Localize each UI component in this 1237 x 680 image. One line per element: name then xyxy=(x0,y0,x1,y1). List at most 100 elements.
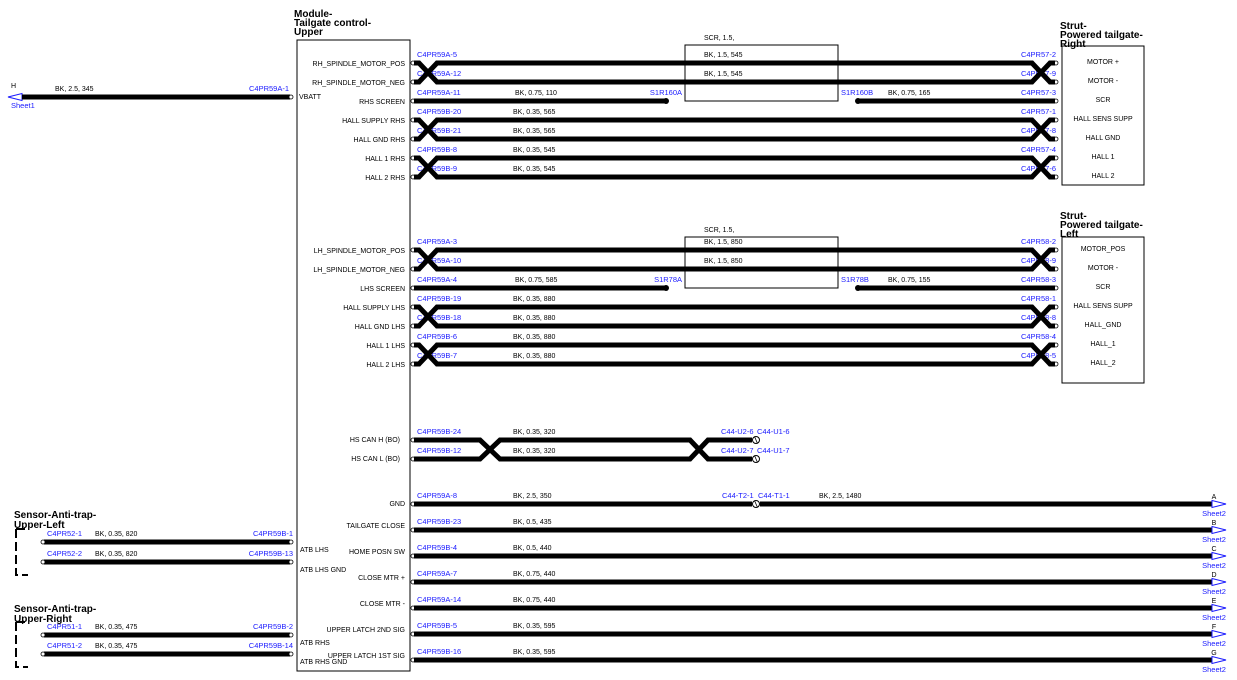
right_group-pin-label: HALL GND RHS xyxy=(354,137,406,144)
left_group-strut-connector-label: C4PR58-2 xyxy=(1021,237,1056,246)
strut_right-pin-label: MOTOR + xyxy=(1087,59,1119,66)
output-sheet-link: Sheet2 xyxy=(1202,587,1226,596)
left_group-hall-supply-pair xyxy=(414,304,1055,329)
can-pin-label: HS CAN H (BO) xyxy=(350,437,400,444)
left_group-pin-label: HALL 2 LHS xyxy=(366,362,405,369)
output-connector-label: C4PR59B-4 xyxy=(417,543,457,552)
right_group-hall-signal-pair-wire-2 xyxy=(414,155,1055,180)
sensor_right-wire-label: BK, 0.35, 475 xyxy=(95,624,138,631)
output-sheet-arrow[interactable] xyxy=(1211,577,1227,587)
output-sheet-arrow[interactable] xyxy=(1211,499,1227,509)
output-wire-label: BK, 0.75, 440 xyxy=(513,597,556,604)
left_group-connector-label: C4PR59B-6 xyxy=(417,332,457,341)
left_group-screen-wire-b-label: BK, 0.75, 155 xyxy=(888,277,931,284)
vbatt-sheet-arrow[interactable] xyxy=(7,92,23,102)
strut_right-title: Powered tailgate- xyxy=(1060,30,1143,41)
can-pair-wire-1 xyxy=(414,437,752,462)
output-wire-label: BK, 0.35, 595 xyxy=(513,649,556,656)
left_group-hall-wire-label: BK, 0.35, 880 xyxy=(513,334,556,341)
sensor_left-wire-label: BK, 0.35, 820 xyxy=(95,531,138,538)
output-connector-label: C4PR59A-8 xyxy=(417,491,457,500)
vbatt-ref-label: H xyxy=(11,83,16,90)
strut_right-pin-label: SCR xyxy=(1096,97,1111,104)
left_group-connector-label: C4PR59B-19 xyxy=(417,294,461,303)
output-sheet-arrow[interactable] xyxy=(1211,551,1227,561)
can-pair-wire-2 xyxy=(414,437,752,462)
sensor_left-connector-label: C4PR52-1 xyxy=(47,529,82,538)
left_group-hall-supply-pair-wire-2 xyxy=(414,304,1055,329)
strut_left-pin-label: HALL_GND xyxy=(1085,322,1122,329)
output-connector-label: C4PR59B-23 xyxy=(417,517,461,526)
left_group-pin-label: LH_SPINDLE_MOTOR_NEG xyxy=(313,267,405,274)
left_group-connector-label: C4PR59A-10 xyxy=(417,256,461,265)
output-pin-label: HOME POSN SW xyxy=(349,549,405,556)
right_group-pin-label: RH_SPINDLE_MOTOR_POS xyxy=(313,61,406,68)
left_group-pin-label: HALL GND LHS xyxy=(355,324,406,331)
can-inline-connector-mark xyxy=(754,455,758,463)
left_group-screen-shield xyxy=(684,236,839,289)
output-ref-label: D xyxy=(1211,572,1216,579)
sensor_right-sensor-terminal xyxy=(40,632,46,638)
vbatt-wire-label: BK, 2.5, 345 xyxy=(55,86,94,93)
output-pin-label: UPPER LATCH 2ND SIG xyxy=(327,627,405,634)
output-sheet-arrow[interactable] xyxy=(1211,603,1227,613)
right_group-strut-connector-label: C4PR57-1 xyxy=(1021,107,1056,116)
right_group-motor-pair-wire-1 xyxy=(414,60,1055,85)
strut_right-box xyxy=(1061,45,1145,186)
right_group-screen-label: SCR, 1.5, xyxy=(704,35,734,42)
output-wire-label: BK, 2.5, 350 xyxy=(513,493,552,500)
sensor_right-pin-label: ATB RHS GND xyxy=(300,659,347,666)
strut_right-pin-label: HALL 2 xyxy=(1091,173,1114,180)
output-ref-label: G xyxy=(1211,650,1216,657)
can-connector-label: C4PR59B-12 xyxy=(417,446,461,455)
output-pin-label: CLOSE MTR - xyxy=(360,601,406,608)
module-title: Module- xyxy=(294,9,332,20)
output-ref-label: E xyxy=(1212,598,1217,605)
sensor_right-title: Upper-Right xyxy=(14,614,72,625)
output-sheet-link: Sheet2 xyxy=(1202,639,1226,648)
left_group-connector-label: C4PR59A-3 xyxy=(417,237,457,246)
sensor_right-module-terminal xyxy=(288,632,294,638)
left_group-hall-supply-pair-wire-1 xyxy=(414,304,1055,329)
output-sheet-link: Sheet2 xyxy=(1202,509,1226,518)
output-sheet-arrow[interactable] xyxy=(1211,525,1227,535)
gnd-inline-connector-mark xyxy=(754,500,758,508)
output-sheet-arrow[interactable] xyxy=(1211,629,1227,639)
can-inline-b-label: C44-U1-7 xyxy=(757,446,790,455)
strut_left-title: Powered tailgate- xyxy=(1060,220,1143,231)
sensor_left-title: Sensor-Anti-trap- xyxy=(14,510,96,521)
can-connector-label: C4PR59B-24 xyxy=(417,427,461,436)
sensor_left-module-terminal xyxy=(288,539,294,545)
output-wire-label: BK, 0.35, 595 xyxy=(513,623,556,630)
sensor_left-pin-label: ATB LHS xyxy=(300,547,329,554)
right_group-motor-pair xyxy=(414,60,1055,85)
sensor_right-sensor-terminal xyxy=(40,651,46,657)
can-inline-a-label: C44-U2-6 xyxy=(721,427,754,436)
output-pin-label: UPPER LATCH 1ST SIG xyxy=(328,653,405,660)
left_group-strut-connector-label: C4PR58-4 xyxy=(1021,332,1056,341)
strut_right-title: Right xyxy=(1060,39,1086,50)
sensor_right-title: Sensor-Anti-trap- xyxy=(14,604,96,615)
left_group-splice-b xyxy=(855,285,861,291)
right_group-screen-shield xyxy=(684,44,839,102)
module-title: Upper xyxy=(294,27,323,38)
strut_left-pin-label: SCR xyxy=(1096,284,1111,291)
right_group-pin-label: RHS SCREEN xyxy=(359,99,405,106)
left_group-splice-a-label: S1R78A xyxy=(654,275,682,284)
right_group-pin-label: HALL SUPPLY RHS xyxy=(342,118,405,125)
module-title: Tailgate control- xyxy=(294,18,371,29)
left_group-strut-connector-label: C4PR58-3 xyxy=(1021,275,1056,284)
left_group-motor-wire-label: BK, 1.5, 850 xyxy=(704,258,743,265)
sensor_left-sensor-terminal xyxy=(40,559,46,565)
output-sheet-link: Sheet2 xyxy=(1202,535,1226,544)
output-ref-label: F xyxy=(1212,624,1216,631)
left_group-motor-pair xyxy=(414,247,1055,272)
right_group-screen-wire-b-label: BK, 0.75, 165 xyxy=(888,90,931,97)
left_group-motor-wire-label: BK, 1.5, 850 xyxy=(704,239,743,246)
right_group-connector-label: C4PR59B-9 xyxy=(417,164,457,173)
sensor_right-connector-label: C4PR51-2 xyxy=(47,641,82,650)
right_group-splice-b-label: S1R160B xyxy=(841,88,873,97)
output-sheet-arrow[interactable] xyxy=(1211,655,1227,665)
right_group-hall-wire-label: BK, 0.35, 565 xyxy=(513,109,556,116)
output-pin-label: TAILGATE CLOSE xyxy=(347,523,406,530)
